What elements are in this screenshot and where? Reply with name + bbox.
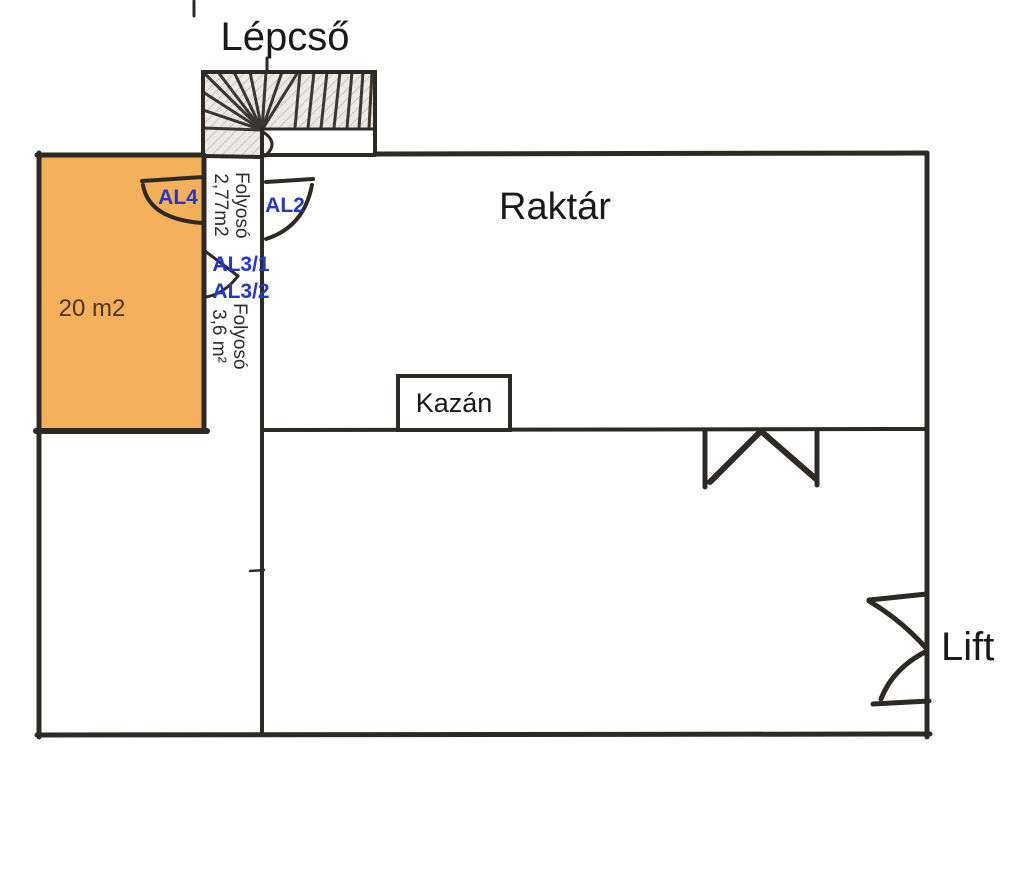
door-label-al4: AL4 bbox=[158, 186, 198, 209]
tick-marks bbox=[192, 0, 269, 73]
outer-walls bbox=[34, 150, 933, 740]
lift-door bbox=[866, 591, 932, 707]
door-label-al2: AL2 bbox=[265, 194, 305, 217]
door-al3 bbox=[203, 249, 240, 299]
door-label-al3-2: AL3/2 bbox=[212, 280, 270, 303]
door-al4 bbox=[140, 175, 205, 225]
door-al2 bbox=[264, 177, 315, 241]
corridor-lower-label: Folyosó 3,6 m² bbox=[208, 303, 250, 370]
staircase bbox=[201, 70, 377, 159]
corridor-upper-label: Folyosó 2,77m2 bbox=[210, 172, 252, 239]
stair-winder-lines bbox=[201, 70, 300, 132]
stairs-label: Lépcső bbox=[220, 15, 350, 59]
boiler-box bbox=[396, 374, 512, 432]
stair-tread-lines bbox=[293, 70, 374, 130]
storage-double-door bbox=[702, 427, 820, 490]
door-label-al3-1: AL3/1 bbox=[212, 253, 270, 276]
lift-label: Lift bbox=[941, 625, 995, 669]
storage-label: Raktár bbox=[499, 186, 611, 228]
boiler-label: Kazán bbox=[415, 388, 493, 418]
room-20m2 bbox=[40, 157, 204, 430]
door-stairs bbox=[261, 130, 274, 158]
room-area-label: 20 m2 bbox=[58, 295, 126, 322]
